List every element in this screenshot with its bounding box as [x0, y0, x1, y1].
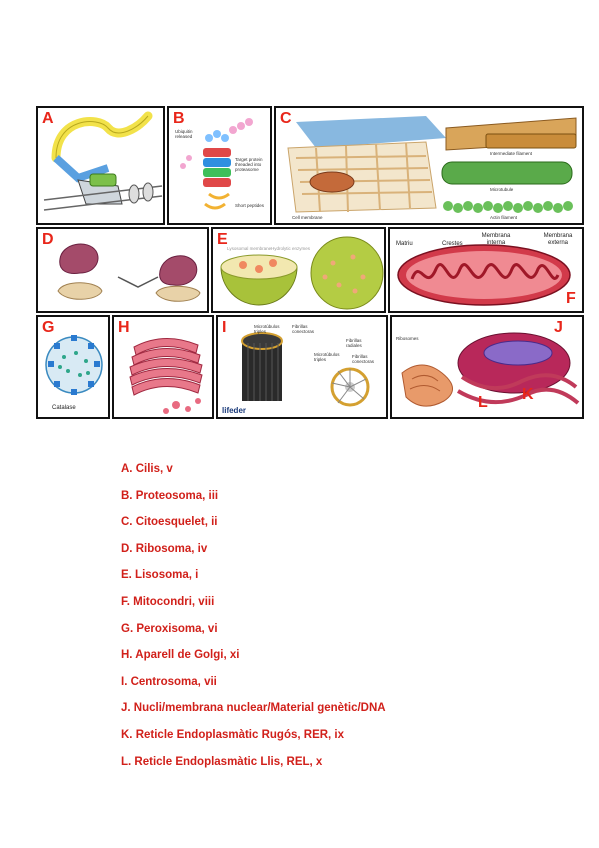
- panel-a-cilium: A: [36, 106, 165, 225]
- centrosome-illustration: [241, 332, 370, 407]
- label-ubiquitin: Ubiquitin released: [175, 129, 193, 139]
- label-intermediate-filament: Intermediate filament: [490, 151, 533, 156]
- label-catalase: Catalase: [52, 405, 76, 411]
- panel-letter: D: [42, 231, 54, 248]
- label-crestes: Crestes: [442, 241, 463, 247]
- mitochondrion-illustration: [397, 244, 571, 306]
- label-ribosomes: Ribosomes: [396, 336, 419, 341]
- golgi-illustration: [129, 337, 203, 414]
- nucleus-er-illustration: [401, 332, 580, 407]
- panel-b-proteasome: B Ubiquitin released Target protein thre…: [167, 106, 272, 225]
- ribosome-illustration: [57, 243, 201, 302]
- lifeder-watermark: lifeder: [222, 406, 247, 415]
- panel-f-mitochondrion: F Matriu Crestes Membrana interna Membra…: [388, 227, 584, 313]
- label-fibrillas-conectoras-2: Fibrillas conectoras: [352, 354, 375, 364]
- answer-item: D. Ribosoma, iv: [121, 542, 208, 555]
- label-microtubule: Microtubule: [490, 187, 514, 192]
- panel-letter-l: L: [478, 394, 488, 411]
- peroxisome-illustration: [45, 335, 103, 395]
- answer-item: I. Centrosoma, vii: [121, 675, 217, 688]
- panel-letter: B: [173, 110, 185, 127]
- panel-letter: J: [554, 319, 563, 336]
- panel-d-ribosome: D: [36, 227, 209, 313]
- label-short-peptides: Short peptides: [235, 203, 265, 208]
- panel-letter: A: [42, 110, 54, 127]
- panel-letter: E: [217, 231, 228, 248]
- answer-item: A. Cilis, v: [121, 463, 173, 475]
- label-target-protein: Target protein threaded into proteasome: [235, 157, 263, 172]
- panel-c-cytoskeleton: C Intermediate filament Microtubule Acti…: [274, 106, 584, 225]
- answer-item: E. Lisosoma, i: [121, 569, 199, 582]
- label-fibrillas-conectoras: Fibrillas conectoras: [292, 324, 315, 334]
- answer-item: C. Citoesquelet, ii: [121, 516, 218, 529]
- proteasome-illustration: [180, 118, 253, 210]
- answer-item: G. Peroxisoma, vi: [121, 622, 218, 635]
- cytoskeleton-illustration: [287, 116, 577, 213]
- label-membrana-interna: Membrana interna: [481, 233, 511, 246]
- answer-item: L. Reticle Endoplasmàtic Llis, REL, x: [121, 755, 323, 768]
- answer-item: F. Mitocondri, viii: [121, 595, 215, 608]
- label-microtubulos-triples: Microtúbulos triples: [254, 324, 280, 334]
- panel-letter: G: [42, 319, 55, 336]
- answer-item: B. Proteosoma, iii: [121, 489, 219, 502]
- panel-letter: F: [566, 290, 576, 307]
- panel-e-lysosome: E Lysosomal membrane Hydrolytic enzymes: [211, 227, 386, 313]
- label-matriu: Matriu: [396, 241, 413, 247]
- label-microtubulos-triples-2: Microtúbulos triples: [314, 352, 340, 362]
- answer-list: A. Cilis, v B. Proteosoma, iii C. Citoes…: [121, 456, 386, 775]
- answer-item: H. Aparell de Golgi, xi: [121, 649, 240, 662]
- panel-letter: I: [222, 319, 227, 336]
- panel-h-golgi: H: [112, 315, 214, 419]
- label-lysosomal-membrane: Lysosomal membrane: [227, 246, 272, 251]
- panel-i-centrosome: I Microtúbulos triples Fibrillas conecto…: [216, 315, 388, 419]
- panel-j-nucleus-er: J K L Ribosomes: [390, 315, 584, 419]
- answer-item: J. Nucli/membrana nuclear/Material genèt…: [121, 702, 386, 715]
- lysosome-illustration: [220, 236, 384, 310]
- label-membrana-externa: Membrana externa: [543, 233, 573, 246]
- label-hydrolytic-enzymes: Hydrolytic enzymes: [271, 246, 311, 251]
- cilium-illustration: [43, 111, 163, 211]
- panel-g-peroxisome: G Catalase: [36, 315, 110, 419]
- label-fibrillas-radiales: Fibrillas radiales: [346, 338, 362, 348]
- panel-letter: H: [118, 319, 130, 336]
- label-cell-membrane: Cell membrane: [292, 215, 323, 220]
- panel-letter: C: [280, 110, 292, 127]
- answer-item: K. Reticle Endoplasmàtic Rugós, RER, ix: [121, 728, 345, 741]
- panel-letter-k: K: [522, 386, 534, 403]
- label-actin-filament: Actin filament: [490, 215, 518, 220]
